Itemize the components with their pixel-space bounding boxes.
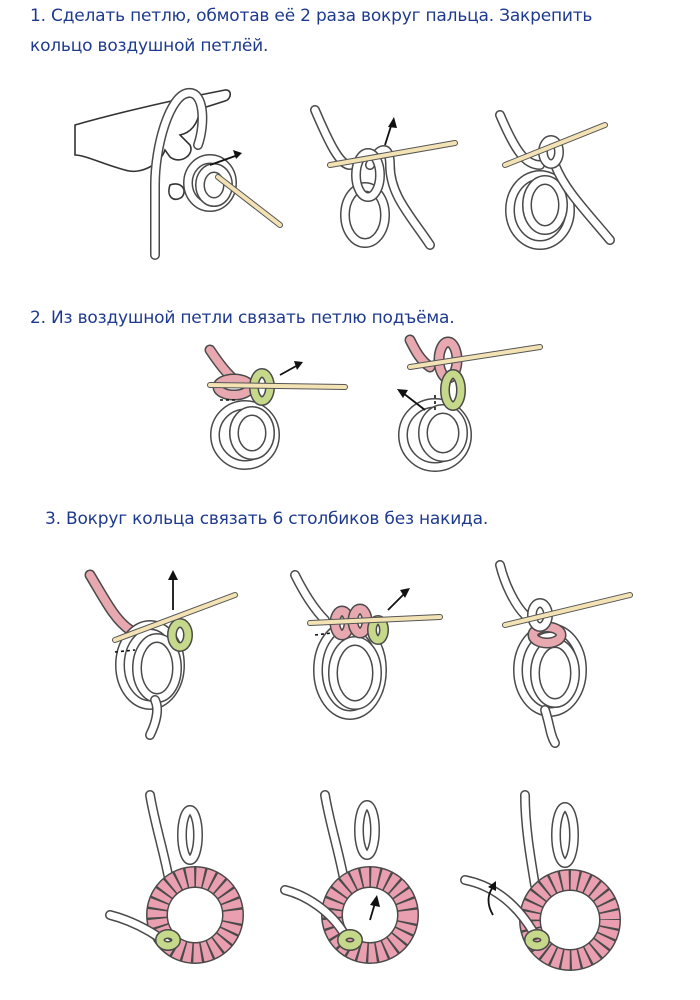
step-1-text-line-2: кольцо воздушной петлёй. bbox=[30, 32, 268, 60]
step-2-text: 2. Из воздушной петли связать петлю подъ… bbox=[30, 304, 454, 332]
step-2-illustration-2 bbox=[385, 335, 545, 475]
step-2-illustration-1 bbox=[200, 345, 350, 475]
finished-ring-illustration-2 bbox=[285, 795, 435, 975]
step-3-text: 3. Вокруг кольца связать 6 столбиков без… bbox=[45, 505, 488, 533]
step-1-loop-illustration-3 bbox=[495, 110, 645, 250]
step-1-hand-illustration bbox=[70, 85, 290, 255]
step-3-illustration-3 bbox=[495, 565, 635, 745]
step-3-illustration-2 bbox=[290, 575, 445, 740]
finished-ring-illustration-3 bbox=[465, 795, 625, 975]
finished-ring-illustration-1 bbox=[110, 795, 260, 975]
step-1-text-line-1: 1. Сделать петлю, обмотав её 2 раза вокр… bbox=[30, 2, 592, 30]
step-1-loop-illustration-2 bbox=[310, 105, 460, 255]
step-3-illustration-1 bbox=[85, 560, 245, 740]
